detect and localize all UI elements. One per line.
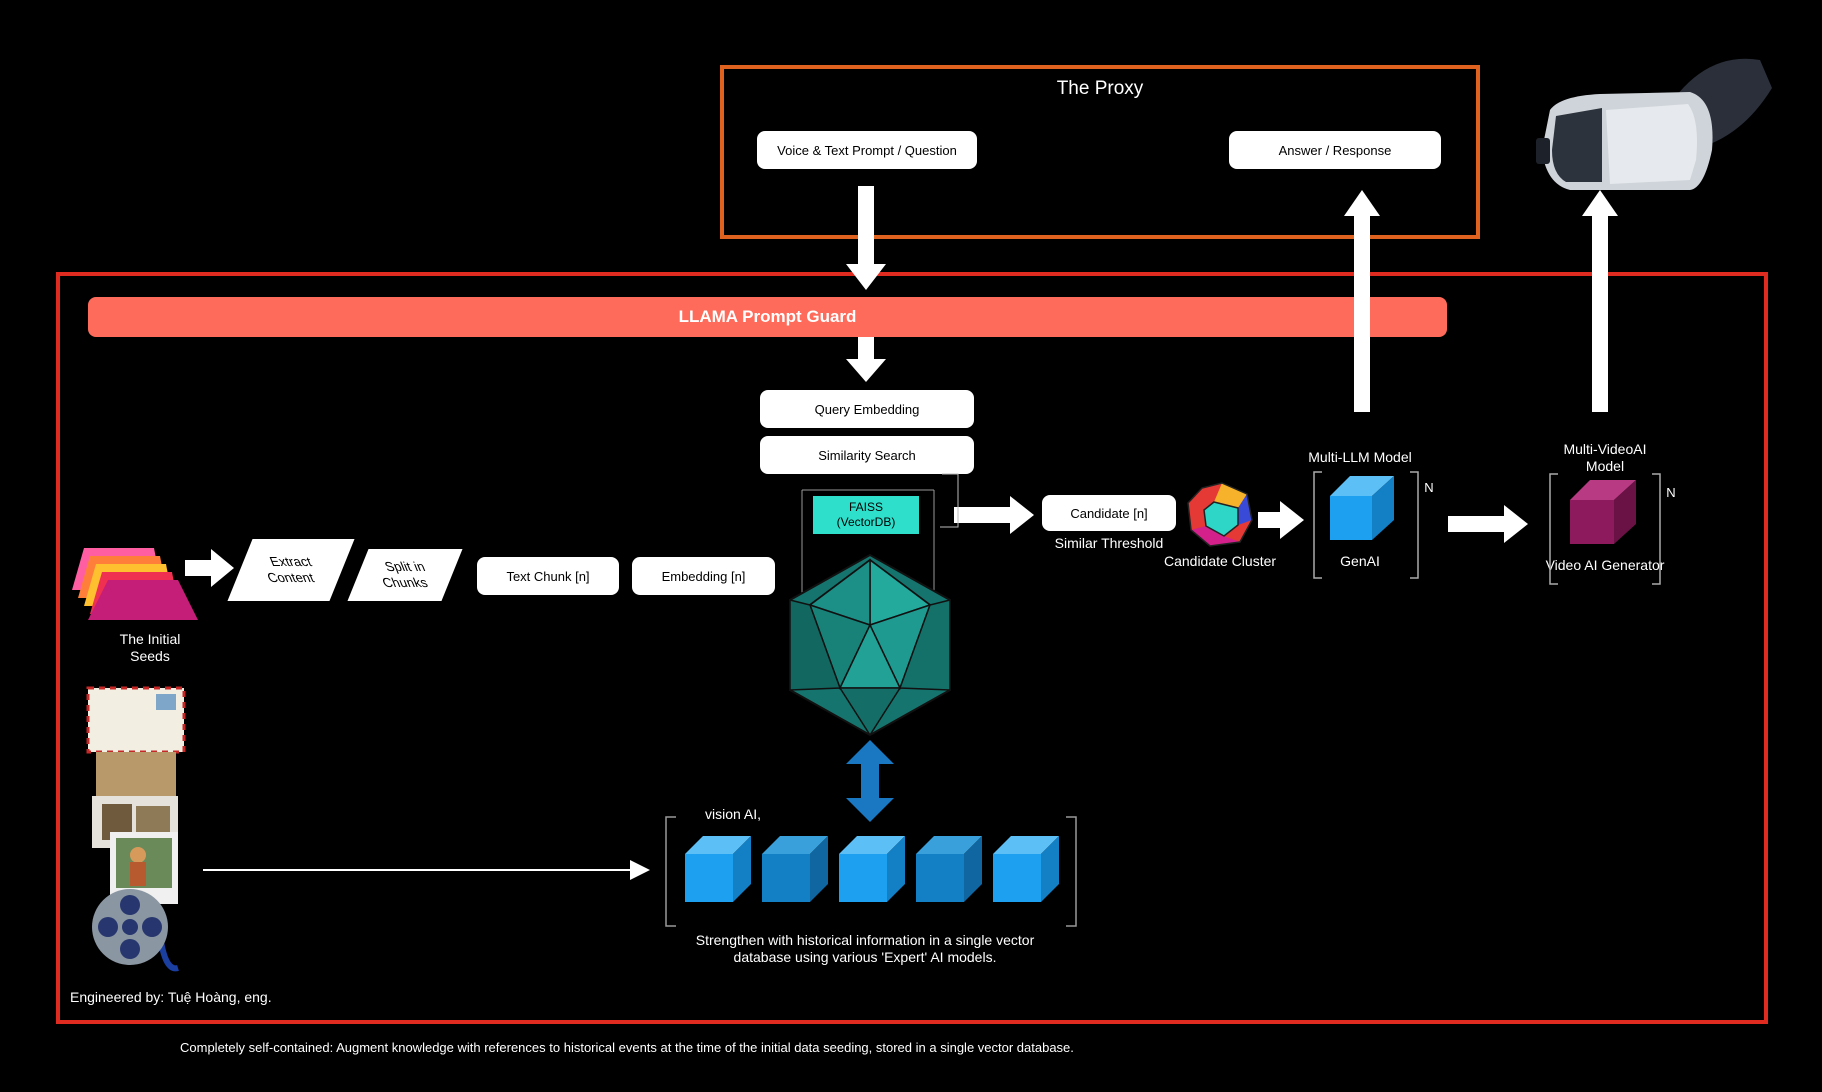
multi-video-title: Multi-VideoAI Model — [1540, 441, 1670, 475]
seeds-stack-icon — [72, 548, 198, 620]
proxy-frame — [720, 65, 1480, 239]
arrow-cluster-to-llm — [1258, 501, 1304, 539]
similarity-search-box[interactable]: Similarity Search — [760, 436, 974, 474]
faiss-line1: FAISS — [848, 500, 883, 514]
candidate-box[interactable]: Candidate [n] — [1042, 495, 1176, 531]
arrow-llm-to-video — [1448, 505, 1528, 543]
vision-cube-5 — [993, 836, 1059, 902]
video-generator-label: Video AI Generator — [1545, 557, 1665, 573]
prompt-guard-label: LLAMA Prompt Guard — [678, 307, 857, 326]
media-collage-icon — [86, 686, 186, 904]
footer-caption: Completely self-contained: Augment knowl… — [180, 1040, 1074, 1055]
initial-seeds-label: The Initial Seeds — [100, 631, 200, 665]
similar-threshold-label: Similar Threshold — [1054, 535, 1164, 551]
candidate-cluster-label: Candidate Cluster — [1163, 553, 1277, 569]
vision-cube-2 — [762, 836, 828, 902]
query-embedding-box[interactable]: Query Embedding — [760, 390, 974, 428]
proxy-title: The Proxy — [1056, 78, 1144, 99]
faiss-icosahedron-icon — [789, 553, 951, 737]
film-reel-icon — [92, 889, 179, 972]
arrow-search-to-candidate — [954, 496, 1034, 534]
vision-cube-3 — [839, 836, 905, 902]
credit-label: Engineered by: Tuệ Hoàng, eng. — [70, 989, 272, 1005]
faiss-vision-double-arrow — [846, 740, 894, 822]
seeds-line2: Seeds — [130, 648, 170, 664]
faiss-label-box: FAISS (VectorDB) — [813, 496, 919, 534]
video-title-line1: Multi-VideoAI — [1563, 441, 1647, 457]
multi-llm-title: Multi-LLM Model — [1308, 449, 1412, 465]
llm-bracket — [1313, 471, 1419, 579]
vision-group-bracket — [665, 816, 1077, 927]
llm-cube-icon — [1330, 476, 1394, 540]
video-n-label: N — [1666, 485, 1676, 500]
faiss-line2: (VectorDB) — [836, 515, 896, 529]
video-title-line2: Model — [1585, 458, 1625, 474]
arrow-prompt-to-guard — [846, 186, 886, 290]
prompt-guard-bar: LLAMA Prompt Guard — [88, 297, 1447, 337]
vision-cube-1 — [685, 836, 751, 902]
vr-headset-icon — [1536, 58, 1772, 190]
candidate-cluster-icon — [1187, 482, 1253, 547]
answer-response-box[interactable]: Answer / Response — [1229, 131, 1441, 169]
vision-caption-line2: database using various 'Expert' AI model… — [733, 949, 997, 965]
arrow-video-to-vr — [1582, 190, 1618, 412]
arrow-seeds-to-extract — [185, 549, 234, 587]
video-bracket — [1549, 473, 1661, 585]
video-cube-icon — [1570, 480, 1636, 544]
faiss-connector — [940, 473, 959, 528]
vision-cube-4 — [916, 836, 982, 902]
text-chunk-box[interactable]: Text Chunk [n] — [477, 557, 619, 595]
seeds-line1: The Initial — [119, 631, 181, 647]
embedding-box[interactable]: Embedding [n] — [632, 557, 775, 595]
vision-ai-label: vision AI, — [705, 806, 762, 822]
genai-label: GenAI — [1340, 553, 1380, 569]
vision-caption: Strengthen with historical information i… — [640, 932, 1090, 966]
llm-n-label: N — [1424, 480, 1434, 495]
vision-caption-line1: Strengthen with historical information i… — [695, 932, 1035, 948]
voice-prompt-box[interactable]: Voice & Text Prompt / Question — [757, 131, 977, 169]
arrow-llm-to-answer — [1344, 190, 1380, 412]
system-frame — [56, 272, 1768, 1024]
arrow-guard-to-query — [846, 337, 886, 382]
